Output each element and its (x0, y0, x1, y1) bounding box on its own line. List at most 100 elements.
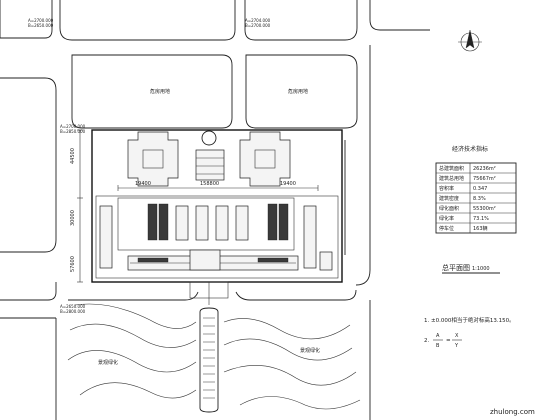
annex-east (319, 251, 333, 271)
plot-north-right (245, 54, 358, 129)
label-green-southeast: 景观绿化 (300, 347, 320, 354)
table-row-label: 建筑密度 (439, 195, 459, 202)
coord-b-1: B=2650.000 (28, 23, 54, 28)
plot-north-left (71, 54, 233, 129)
wing-2 (195, 205, 209, 241)
table-row-value: 8.3% (473, 196, 486, 202)
coord-b-2: B=2700.000 (245, 23, 271, 28)
stair-1 (147, 203, 158, 241)
dim-text-left-2: 30000 (70, 210, 76, 226)
tech-indicator-table: 经济技术指标 总建筑面积 26236m² 建筑总用地 75667m² 容积率 0.347 建… (435, 145, 517, 234)
coord-b-4: B=2800.000 (60, 309, 86, 314)
note-2-eq: = (446, 338, 451, 344)
building-block-east (239, 131, 291, 187)
dimension-lines (77, 129, 319, 283)
coord-a-2: A=2704.000 (245, 18, 271, 23)
table-row-value: 55300m² (473, 206, 496, 212)
dim-text-top-right: 19400 (280, 181, 296, 187)
courtyard-west (142, 149, 164, 169)
coord-a-4: A=2650.000 (60, 304, 86, 309)
dim-text-left-3: 57600 (70, 256, 76, 272)
note-2-y: Y (454, 343, 459, 349)
label-green-south: 景观绿化 (98, 359, 118, 366)
table-row-value: 0.347 (473, 186, 487, 192)
contour (239, 396, 361, 410)
wing-1 (175, 205, 189, 241)
bar-hatch-b (257, 257, 289, 263)
entrance-plaza (189, 281, 229, 299)
stair-3 (267, 203, 278, 241)
courtyard-east (254, 149, 276, 169)
axis-garden (199, 307, 219, 413)
watermark: zhulong.com (490, 408, 535, 416)
label-plot-left: 危房用地 (150, 88, 170, 95)
road-curb-nw (0, 0, 53, 39)
wing-3 (215, 205, 229, 241)
central-rotunda (201, 130, 217, 146)
building-podium (95, 195, 339, 279)
note-2-x: X (455, 333, 459, 339)
note-2-prefix: 2. (424, 338, 429, 344)
table-row-label: 建筑总用地 (439, 175, 464, 182)
label-plot-right: 危房用地 (288, 88, 308, 95)
drawing-labels: 危房用地 危房用地 景观绿化 景观绿化 158800 19400 19400 4… (28, 18, 320, 366)
dim-text-top-main: 158800 (200, 181, 219, 187)
table-row-label: 绿化率 (439, 215, 454, 222)
north-plaza (127, 130, 291, 187)
road-curb-n2 (244, 0, 358, 41)
coord-b-3: B=2850.000 (60, 129, 86, 134)
contour (223, 318, 351, 340)
road-curb-sw (0, 282, 57, 301)
dim-text-top-left: 19400 (135, 181, 151, 187)
table-rows: 总建筑面积 26236m² 建筑总用地 75667m² 容积率 0.347 建筑密度 8.3%… (436, 165, 516, 232)
wing-4 (235, 205, 249, 241)
table-row-label: 绿化面积 (439, 205, 459, 212)
tech-table-title: 经济技术指标 (452, 145, 488, 153)
road-curb-east (355, 45, 371, 286)
table-row-value: 75667m² (473, 176, 496, 182)
contour (69, 323, 197, 348)
note-1: 1. ±0.000相当于绝对标高13.150。 (424, 316, 515, 324)
tower-west (99, 205, 113, 269)
landscape-contours (67, 303, 361, 410)
tower-east (303, 205, 317, 269)
building-block-west (127, 131, 179, 187)
axis-garden-steps (203, 317, 215, 399)
table-row-label: 总建筑面积 (439, 165, 464, 172)
table-row-value: 26236m² (473, 166, 496, 172)
stair-4 (278, 203, 289, 241)
table-row-label: 容积率 (439, 185, 454, 192)
contour (79, 382, 197, 399)
road-curb-ne (369, 0, 430, 31)
coord-a-3: A=2700.000 (60, 124, 86, 129)
contour (223, 338, 353, 361)
contour (223, 364, 357, 386)
notes: 1. ±0.000相当于绝对标高13.150。 2. A B = X Y (424, 316, 515, 349)
dim-text-left-1: 44500 (70, 148, 76, 164)
north-arrow-icon (458, 29, 482, 52)
road-curb-s2 (235, 289, 357, 301)
central-axis (189, 281, 229, 413)
drawing-title-block: 总平面图 1:1000 (442, 263, 500, 274)
table-row-value: 73.1% (473, 216, 489, 222)
table-row-label: 停车位 (439, 225, 454, 232)
drawing-scale: 1:1000 (472, 266, 490, 272)
building-central (195, 149, 225, 181)
road-curb-s1 (68, 291, 199, 301)
drawing-title: 总平面图 (442, 263, 470, 272)
road-curb-n1 (59, 0, 236, 41)
table-frame (435, 162, 517, 234)
road-curb-west (0, 77, 57, 253)
coord-a-1: A=2700.000 (28, 18, 54, 23)
road-network (0, 0, 430, 420)
main-complex (99, 197, 333, 271)
entrance-hall (189, 249, 221, 271)
table-row-value: 163辆 (473, 225, 488, 232)
contour (67, 350, 197, 373)
bar-hatch-a (137, 257, 169, 263)
note-2-b: B (436, 343, 440, 349)
contour (74, 303, 197, 329)
note-2-a: A (436, 333, 440, 339)
stair-2 (158, 203, 169, 241)
